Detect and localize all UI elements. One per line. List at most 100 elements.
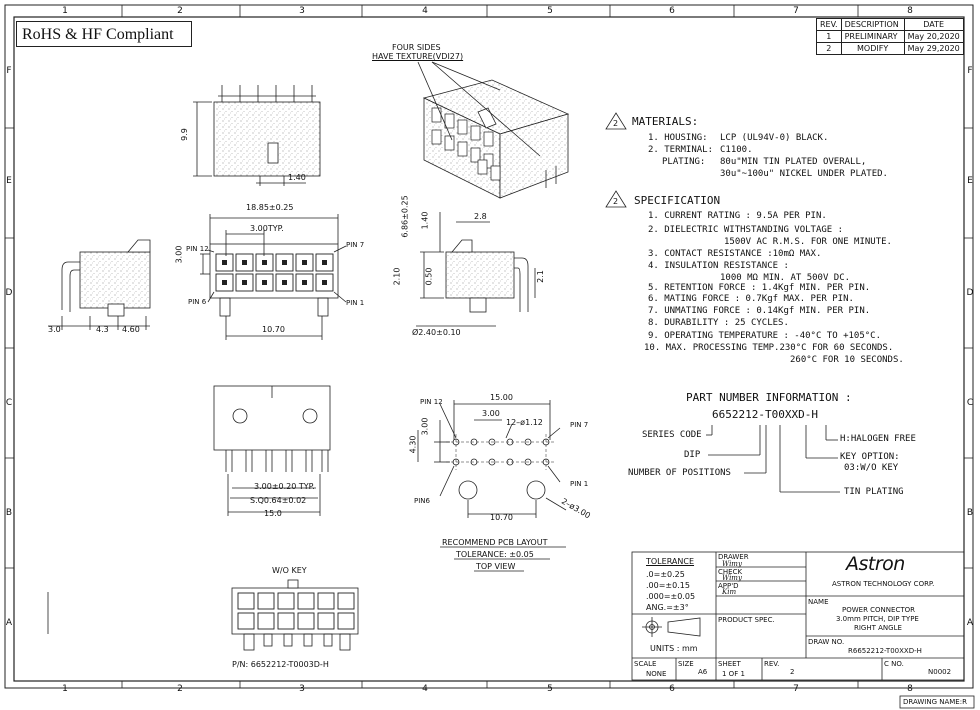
spec-line-9: 7. UNMATING FORCE : 0.14Kgf MIN. PER PIN… bbox=[648, 306, 871, 316]
grid-col-7: 7 bbox=[793, 6, 799, 16]
tb-tol-line-4: ANG.=±3° bbox=[646, 603, 689, 612]
grid-row-e: E bbox=[6, 176, 12, 186]
pn-dip: DIP bbox=[684, 450, 701, 460]
bottom-view bbox=[213, 385, 331, 516]
pn-tin-plating: TIN PLATING bbox=[844, 487, 904, 497]
spec-line-12: 10. MAX. PROCESSING TEMP.230°C FOR 60 SE… bbox=[644, 343, 894, 353]
tb-name-label: NAME bbox=[808, 598, 829, 606]
tb-scale: NONE bbox=[646, 670, 667, 678]
materials-housing-key: 1. HOUSING: bbox=[648, 133, 708, 143]
spec-line-4: 3. CONTACT RESISTANCE :10mΩ MAX. bbox=[648, 249, 822, 259]
tb-appd-label: APP'D bbox=[718, 582, 739, 590]
tb-tol-line-2: .00=±0.15 bbox=[646, 581, 690, 590]
tb-rev: 2 bbox=[790, 668, 795, 676]
spec-line-7: 5. RETENTION FORCE : 1.4Kgf MIN. PER PIN… bbox=[648, 283, 871, 293]
dim-18-85: 18.85±0.25 bbox=[246, 203, 294, 212]
pn-code: 6652212-T00XXD-H bbox=[712, 408, 818, 421]
spec-line-13: 260°C FOR 10 SECONDS. bbox=[790, 355, 904, 365]
tb-units: UNITS : mm bbox=[650, 644, 698, 653]
dim-3-00-typ: 3.00TYP. bbox=[250, 224, 284, 233]
dim-3-0: 3.0 bbox=[48, 325, 61, 334]
label-pin-1: PIN 1 bbox=[346, 299, 365, 307]
materials-title: MATERIALS: bbox=[632, 115, 699, 128]
materials-plating-val-2: 30u"~100u" NICKEL UNDER PLATED. bbox=[720, 169, 888, 179]
dim-6-86: 6.86±0.25 bbox=[400, 195, 410, 238]
dim-2-8: 2.8 bbox=[474, 212, 487, 221]
spec-line-6: 1000 MΩ MIN. AT 500V DC. bbox=[720, 273, 851, 283]
pn-positions: NUMBER OF POSITIONS bbox=[628, 468, 731, 478]
dim-4-60: 4.60 bbox=[122, 325, 140, 334]
texture-note-2: HAVE TEXTURE(VDI27) bbox=[372, 52, 464, 61]
pcb-label-pin-6: PIN6 bbox=[414, 497, 430, 505]
tb-cno-label: C NO. bbox=[884, 660, 904, 668]
part-number-leaders bbox=[706, 425, 840, 493]
dim-1-40: 1.40 bbox=[288, 173, 306, 182]
pn-key-value: 03:W/O KEY bbox=[844, 463, 899, 473]
tb-size-label: SIZE bbox=[678, 660, 694, 668]
side-view-top bbox=[193, 85, 321, 186]
tb-name-line-2: 3.0mm PITCH, DIP TYPE bbox=[836, 615, 919, 623]
grid-col-2-bottom: 2 bbox=[177, 684, 183, 694]
tb-product-spec-label: PRODUCT SPEC. bbox=[718, 616, 775, 624]
grid-row-c-right: C bbox=[966, 398, 974, 408]
spec-line-10: 8. DURABILITY : 25 CYCLES. bbox=[648, 318, 789, 328]
spec-line-1: 1. CURRENT RATING : 9.5A PER PIN. bbox=[648, 211, 827, 221]
grid-col-3-bottom: 3 bbox=[299, 684, 305, 694]
grid-row-a: A bbox=[5, 618, 13, 628]
projection-symbol-icon bbox=[642, 617, 701, 637]
tb-check-label: CHECK bbox=[718, 568, 743, 576]
isometric-view bbox=[417, 61, 570, 199]
pn-halogen: H:HALOGEN FREE bbox=[840, 434, 916, 444]
tb-drawer-signature: Wimy bbox=[722, 560, 742, 568]
grid-row-d-right: D bbox=[966, 288, 974, 298]
tb-rev-label: REV. bbox=[764, 660, 780, 668]
wo-key-view bbox=[47, 579, 359, 651]
tb-cno: N0002 bbox=[928, 668, 952, 676]
materials-housing-val: LCP (UL94V-0) BLACK. bbox=[720, 133, 829, 143]
title-block-lines bbox=[631, 551, 975, 709]
dim-9-9: 9.9 bbox=[179, 128, 189, 141]
pcb-top-view: TOP VIEW bbox=[476, 562, 516, 571]
dim-sq064: S.Q0.64±0.02 bbox=[250, 496, 307, 505]
spec-title: SPECIFICATION bbox=[634, 194, 721, 207]
label-pin-6: PIN 6 bbox=[188, 298, 207, 306]
pn-key-option: KEY OPTION: bbox=[840, 452, 900, 462]
tb-sheet: 1 OF 1 bbox=[722, 670, 745, 678]
grid-col-4-bottom: 4 bbox=[422, 684, 428, 694]
tb-name-line-3: RIGHT ANGLE bbox=[854, 624, 902, 632]
pcb-label-pin-7: PIN 7 bbox=[570, 421, 589, 429]
tb-tolerance-label: TOLERANCE bbox=[646, 557, 695, 566]
materials-rev-triangle bbox=[605, 112, 627, 130]
company-logo: Astron bbox=[846, 553, 905, 575]
dim-2-10: 2.10 bbox=[392, 267, 402, 286]
pn-series-code: SERIES CODE bbox=[642, 430, 702, 440]
tb-scale-label: SCALE bbox=[634, 660, 657, 668]
tb-drawer-label: DRAWER bbox=[718, 553, 749, 561]
pn-info-title: PART NUMBER INFORMATION : bbox=[686, 391, 852, 404]
pcb-title: RECOMMEND PCB LAYOUT bbox=[442, 538, 548, 547]
grid-row-b: B bbox=[5, 508, 13, 518]
rev-row-2-desc: MODIFY bbox=[840, 42, 905, 55]
drawing-name-label: DRAWING NAME:R bbox=[903, 698, 967, 706]
pcb-dim-10-70: 10.70 bbox=[490, 513, 513, 522]
grid-col-6: 6 bbox=[669, 6, 675, 16]
materials-rev-number: 2 bbox=[613, 119, 619, 128]
compliance-badge: RoHS & HF Compliant bbox=[16, 21, 192, 47]
grid-row-f: F bbox=[6, 66, 12, 76]
label-pin-12: PIN 12 bbox=[186, 245, 209, 253]
spec-line-2: 2. DIELECTRIC WITHSTANDING VOLTAGE : bbox=[648, 225, 844, 235]
tb-company: ASTRON TECHNOLOGY CORP. bbox=[832, 580, 935, 588]
spec-rev-triangle bbox=[605, 190, 627, 208]
grid-row-c: C bbox=[5, 398, 13, 408]
dim-3-00-020: 3.00±0.20 TYP. bbox=[254, 482, 315, 491]
label-pin-7: PIN 7 bbox=[346, 241, 365, 249]
spec-line-11: 9. OPERATING TEMPERATURE : -40°C TO +105… bbox=[648, 331, 881, 341]
materials-terminal-val: C1100. bbox=[720, 145, 753, 155]
dim-dia-2-40: Ø2.40±0.10 bbox=[412, 328, 461, 337]
grid-col-8-bottom: 8 bbox=[907, 684, 913, 694]
grid-col-7-bottom: 7 bbox=[793, 684, 799, 694]
grid-col-1-bottom: 1 bbox=[62, 684, 68, 694]
pcb-label-pin-1: PIN 1 bbox=[570, 480, 589, 488]
right-side-view bbox=[416, 212, 536, 327]
